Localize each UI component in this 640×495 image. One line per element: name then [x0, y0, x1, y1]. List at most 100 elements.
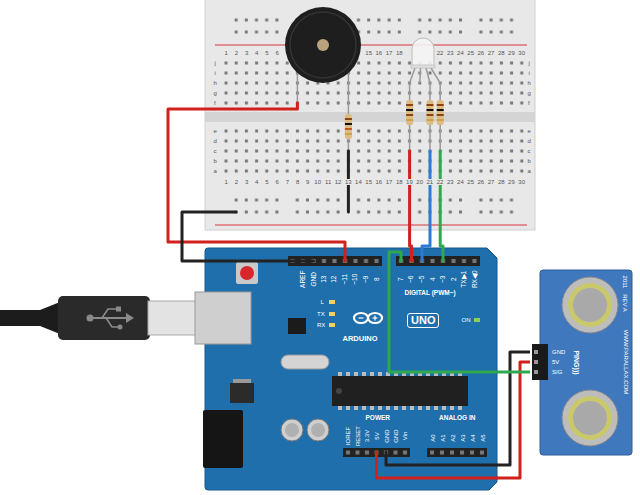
column-number: 10 — [313, 179, 322, 185]
wire — [497, 372, 530, 373]
row-letter: c — [527, 148, 532, 154]
column-number: 23 — [446, 179, 455, 185]
pin-label: 5V — [551, 359, 560, 365]
pin-label: 12 — [331, 274, 338, 283]
pin-label: 13 — [321, 274, 328, 283]
led-label: RX — [316, 322, 326, 328]
pin-label: A4 — [469, 433, 475, 442]
column-number: 4 — [254, 50, 259, 56]
pin-label: A0 — [429, 433, 435, 442]
column-number: 28 — [497, 179, 506, 185]
pin-label: A5 — [479, 433, 485, 442]
column-number: 2 — [234, 179, 239, 185]
column-number: 1 — [224, 179, 229, 185]
column-number: 23 — [446, 50, 455, 56]
header-label: ANALOG IN — [438, 415, 476, 422]
row-letter: e — [213, 128, 218, 134]
brand-label: ARDUINO — [342, 335, 379, 343]
column-number: 16 — [375, 50, 384, 56]
pin-label: IOREF — [345, 426, 351, 446]
column-number: 26 — [477, 50, 486, 56]
column-number: 17 — [385, 50, 394, 56]
column-number: 5 — [264, 50, 269, 56]
column-number: 8 — [295, 179, 300, 185]
wire — [497, 362, 530, 478]
column-number: 29 — [507, 179, 516, 185]
pin-label: ~9 — [363, 274, 370, 283]
column-number: 24 — [456, 50, 465, 56]
pin-label: SIG — [551, 369, 563, 375]
ultrasonic-sensor: GND5VSIGPING)))WWW.PARALLAX.COMREV A2011 — [530, 270, 634, 455]
pin-label: 8 — [373, 276, 380, 282]
pin-label: A3 — [459, 433, 465, 442]
column-number: 27 — [487, 179, 496, 185]
column-number: 30 — [517, 50, 526, 56]
revision-label: REV A — [622, 293, 628, 313]
wire — [497, 371, 530, 374]
column-number: 15 — [364, 50, 373, 56]
column-number: 6 — [275, 50, 280, 56]
wire — [497, 362, 530, 478]
pin-label: ~10 — [352, 272, 359, 285]
column-number: 7 — [285, 179, 290, 185]
pin-label: Vin — [402, 431, 408, 442]
column-number: 27 — [487, 50, 496, 56]
pin-label: A1 — [439, 433, 445, 442]
breadboard — [205, 0, 535, 230]
pin-label: 3.3V — [364, 429, 370, 443]
pin-label: TX▶1 — [461, 269, 468, 288]
piezo-buzzer — [285, 7, 361, 103]
brand-label: PING))) — [573, 349, 580, 375]
row-letter: c — [213, 148, 218, 154]
column-number: 22 — [436, 50, 445, 56]
wire — [440, 151, 443, 261]
website-label: WWW.PARALLAX.COM — [623, 329, 629, 396]
row-letter: a — [527, 168, 532, 174]
usb-cable — [0, 292, 251, 344]
row-letter: b — [213, 158, 218, 164]
wire — [386, 452, 497, 465]
wire — [497, 352, 530, 465]
led-label: TX — [316, 311, 326, 317]
row-letter: i — [214, 70, 217, 76]
led-label: ON — [461, 317, 472, 323]
column-number: 17 — [385, 179, 394, 185]
column-number: 19 — [405, 179, 414, 185]
column-number: 28 — [497, 50, 506, 56]
row-letter: a — [213, 168, 218, 174]
header-label: POWER — [365, 415, 392, 422]
rgb-led — [410, 38, 441, 83]
row-letter: i — [528, 70, 531, 76]
pin-label: RESET — [355, 425, 361, 447]
pin-label: A2 — [449, 433, 455, 442]
model-logo: UNO — [407, 313, 439, 328]
column-number: 3 — [244, 50, 249, 56]
row-letter: b — [527, 158, 532, 164]
pin-label: GND — [393, 428, 399, 443]
pin-label: GND — [551, 349, 566, 355]
column-number: 15 — [364, 179, 373, 185]
wire — [389, 252, 497, 372]
resistor-symbol — [345, 93, 352, 151]
ultrasonic-sensor-body — [532, 270, 632, 455]
row-letter: f — [213, 100, 217, 106]
column-number: 1 — [224, 50, 229, 56]
column-number: 13 — [344, 179, 353, 185]
pin-label: 4 — [429, 276, 436, 282]
wire — [497, 352, 530, 465]
row-letter: h — [213, 80, 218, 86]
column-number: 16 — [375, 179, 384, 185]
wire — [182, 212, 314, 261]
pin-label: 2 — [450, 276, 457, 282]
column-number: 2 — [234, 50, 239, 56]
row-letter: d — [527, 138, 532, 144]
column-number: 9 — [305, 179, 310, 185]
column-number: 6 — [275, 179, 280, 185]
pin-label: GND — [310, 271, 317, 287]
wire — [422, 151, 430, 261]
header-label: DIGITAL (PWM~) — [404, 290, 457, 297]
column-number: 30 — [517, 179, 526, 185]
